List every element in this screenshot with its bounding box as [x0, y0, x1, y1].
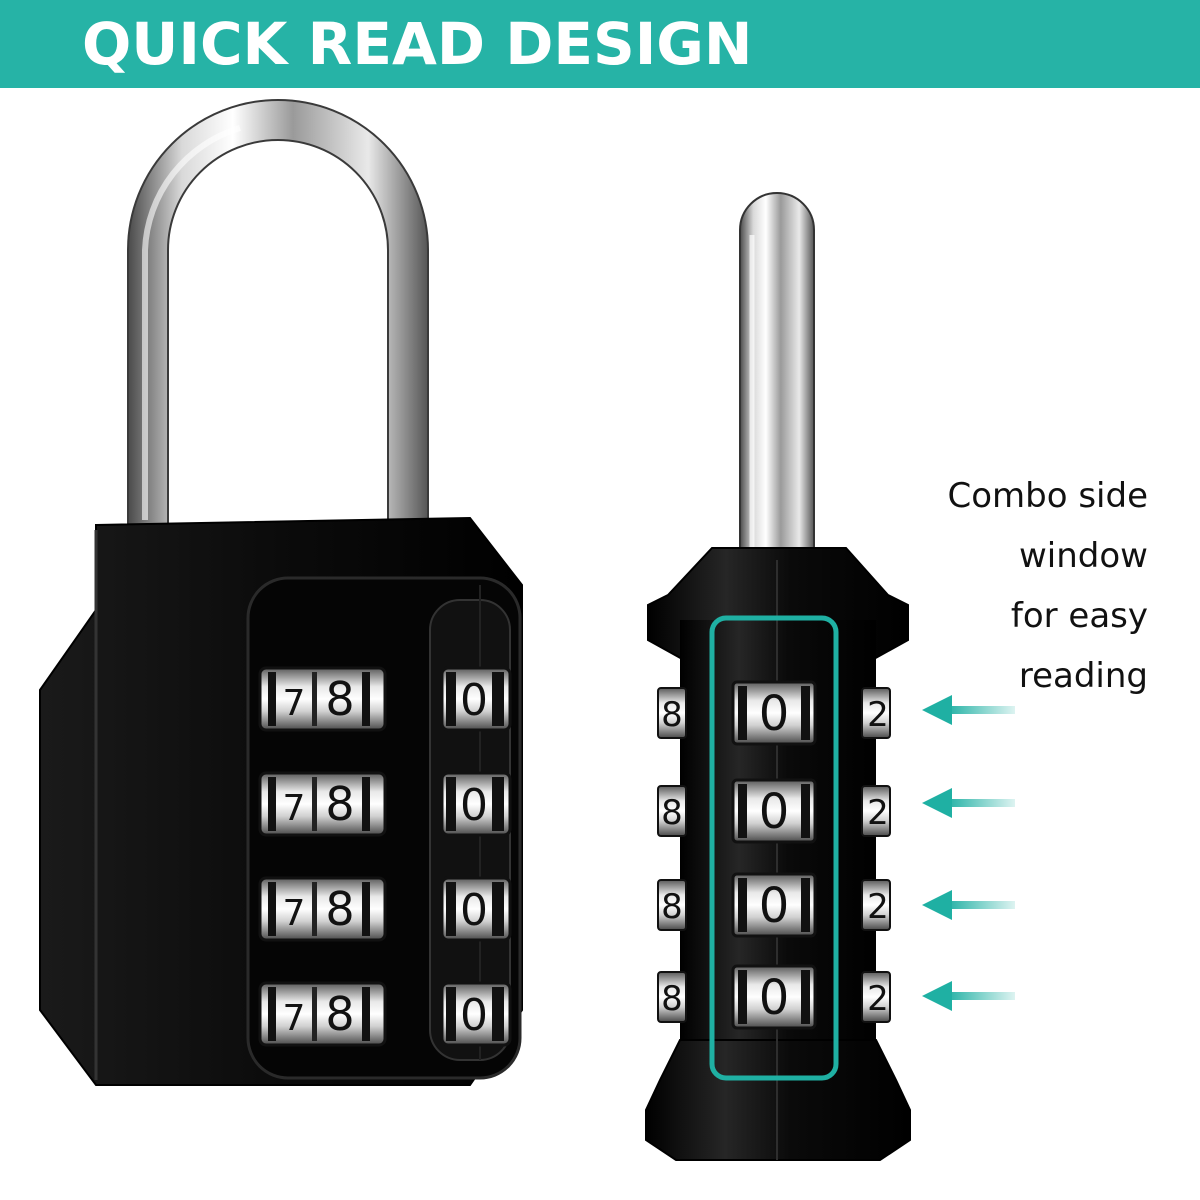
side-shackle: [739, 192, 815, 576]
side-dial-digit: 0: [759, 686, 790, 742]
side-dial-row: 8 0 2: [657, 778, 891, 844]
front-dial-digit: 8: [325, 987, 354, 1041]
feature-caption: Combo side window for easy reading: [888, 466, 1148, 706]
front-dial-digit: 0: [460, 780, 488, 831]
side-dial-digit: 0: [759, 878, 790, 934]
caption-line-3: for easy: [1010, 596, 1148, 636]
side-dial-digit: 8: [661, 979, 683, 1019]
side-dial-row: 8 0 2: [657, 964, 891, 1030]
side-dial-digit: 0: [759, 970, 790, 1026]
front-dial-digit: 8: [325, 882, 354, 936]
side-dial-digit: 0: [759, 784, 790, 840]
front-dial-digit: 7: [283, 998, 306, 1039]
front-dial-digit: 7: [283, 893, 306, 934]
caption-line-1: Combo side: [947, 476, 1148, 516]
side-dial-digit: 2: [867, 793, 889, 833]
side-dial-digit: 8: [661, 793, 683, 833]
side-dial-rows: 8 0 2 8 0 2 8 0 2 8 0 2: [657, 680, 891, 1030]
side-dial-row: 8 0 2: [657, 872, 891, 938]
caption-line-2: window: [1019, 536, 1148, 576]
front-dial-digit: 0: [460, 885, 488, 936]
arrow-left-icon: [922, 788, 1015, 818]
page-title: QUICK READ DESIGN: [82, 10, 753, 78]
arrow-left-icon: [922, 695, 1015, 725]
arrow-left-icon: [922, 890, 1015, 920]
front-dial-digit: 0: [460, 675, 488, 726]
front-dial-digit: 8: [325, 777, 354, 831]
arrow-left-icon: [922, 981, 1015, 1011]
front-dial-digit: 0: [460, 990, 488, 1041]
side-dial-row: 8 0 2: [657, 680, 891, 746]
side-window-highlight: [709, 615, 839, 1081]
side-dial-digit: 8: [661, 695, 683, 735]
side-dial-digit: 2: [867, 887, 889, 927]
side-dial-digit: 8: [661, 887, 683, 927]
pointer-arrows: [922, 695, 1015, 1011]
front-dial-digit: 7: [283, 683, 306, 724]
front-dial-digit: 8: [325, 672, 354, 726]
header-banner: QUICK READ DESIGN: [0, 0, 1200, 88]
front-dial-digit: 7: [283, 788, 306, 829]
side-dial-digit: 2: [867, 695, 889, 735]
caption-line-4: reading: [1018, 656, 1148, 696]
front-shackle: [127, 99, 429, 561]
side-dial-digit: 2: [867, 979, 889, 1019]
